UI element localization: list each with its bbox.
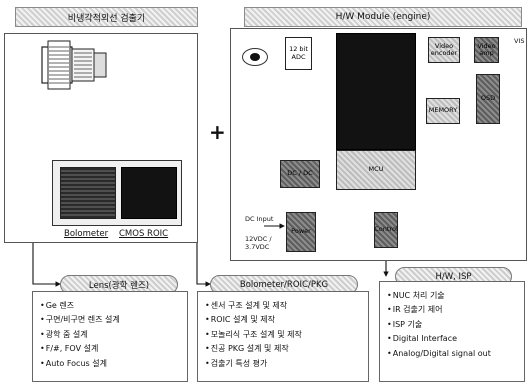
- adc-block: 12 bit ADC: [285, 37, 312, 70]
- hw-isp-category-title-text: H/W, ISP: [435, 271, 472, 282]
- sensor-disc-icon: [242, 48, 268, 66]
- video-encoder-block: Video encoder: [428, 37, 460, 63]
- roic-label: CMOS ROIC: [119, 229, 169, 239]
- dc-voltage-label: 12VDC / 3.7VDC: [245, 235, 272, 251]
- video-amp-label: Video amp: [477, 41, 496, 57]
- power-block: Power: [286, 212, 316, 252]
- list-item: 구면/비구면 렌즈 설계: [40, 313, 181, 327]
- list-item: F/#, FOV 설계: [40, 342, 181, 356]
- memory-label: MEMORY: [428, 106, 458, 115]
- plus-sign: +: [209, 120, 226, 144]
- list-item: Digital Interface: [387, 332, 518, 346]
- control-block: Control: [374, 212, 398, 248]
- osd-label: OSD: [480, 94, 496, 103]
- list-item: Ge 렌즈: [40, 299, 181, 313]
- list-item: 광학 줌 설계: [40, 328, 181, 342]
- bolometer-label: Bolometer: [64, 229, 109, 239]
- bolometer-category-title-text: Bolometer/ROIC/PKG: [239, 279, 329, 290]
- list-item: 모놀리식 구조 설계 및 제작: [205, 328, 362, 342]
- uncooled-detector-header-text: 비냉각적외선 검출기: [67, 13, 146, 24]
- fpga-block: [336, 33, 416, 150]
- bolometer-feature-list: 센서 구조 설계 및 제작 ROIC 설계 및 제작 모놀리식 구조 설계 및 …: [197, 291, 369, 382]
- list-item: 진공 PKG 설계 및 제작: [205, 342, 362, 356]
- hw-isp-feature-list: NUC 처리 기술 IR 검출기 제어 ISP 기술 Digital Inter…: [379, 281, 525, 382]
- vis-output-label: VIS: [514, 37, 525, 45]
- roic-chip: [121, 167, 177, 219]
- hw-module-header-text: H/W Module (engine): [335, 12, 431, 22]
- list-item: 검출기 특성 평가: [205, 357, 362, 371]
- osd-block: OSD: [476, 74, 500, 124]
- list-item: Analog/Digital signal out: [387, 347, 518, 361]
- list-item: Auto Focus 설계: [40, 357, 181, 371]
- video-amp-block: Video amp: [474, 37, 499, 63]
- power-label: Power: [291, 227, 311, 236]
- lens-category-title-text: Lens(광학 렌즈): [88, 280, 150, 291]
- dc-dc-block: DC / DC: [280, 160, 320, 188]
- mcu-block: MCU: [336, 150, 416, 190]
- bolometer-chip: [60, 167, 116, 219]
- list-item: IR 검출기 제어: [387, 303, 518, 317]
- list-item: 센서 구조 설계 및 제작: [205, 299, 362, 313]
- dc-input-label: DC Input: [245, 215, 274, 223]
- lens-icon: [41, 40, 107, 90]
- lens-barrel-image: [40, 37, 110, 93]
- control-label: Control: [374, 225, 398, 234]
- lens-feature-list: Ge 렌즈 구면/비구면 렌즈 설계 광학 줌 설계 F/#, FOV 설계 A…: [32, 291, 188, 382]
- video-encoder-label: Video encoder: [430, 41, 458, 57]
- memory-block: MEMORY: [426, 98, 460, 124]
- dc-dc-label: DC / DC: [287, 169, 313, 178]
- adc-label: 12 bit ADC: [289, 45, 308, 61]
- list-item: ISP 기술: [387, 318, 518, 332]
- mcu-label: MCU: [368, 165, 384, 174]
- list-item: ROIC 설계 및 제작: [205, 313, 362, 327]
- uncooled-detector-header: 비냉각적외선 검출기: [15, 7, 198, 27]
- list-item: NUC 처리 기술: [387, 289, 518, 303]
- hw-module-header: H/W Module (engine): [244, 7, 522, 27]
